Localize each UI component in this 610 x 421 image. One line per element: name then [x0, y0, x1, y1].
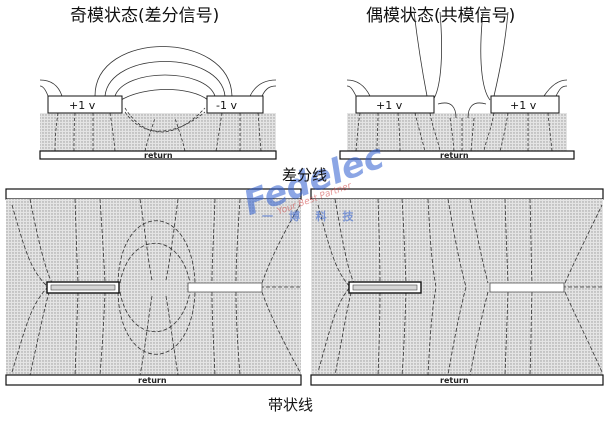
return-label: return: [440, 151, 469, 160]
odd-right-label: -1 v: [216, 99, 237, 112]
odd-left-label: +1 v: [69, 99, 96, 112]
return-label: return: [440, 376, 469, 385]
return-label: return: [138, 376, 167, 385]
microstrip-odd-mode: +1 v -1 v return: [39, 46, 277, 160]
return-plane: [339, 150, 575, 160]
even-right-label: +1 v: [510, 99, 537, 112]
stripline-odd-mode: return: [5, 188, 302, 386]
stripline-even-mode: return: [310, 188, 604, 386]
strip-conductor-negative: [187, 282, 263, 293]
watermark-chars: 一 博 科 技: [262, 209, 360, 223]
microstrip-caption: 差分线: [282, 166, 328, 184]
return-plane: [5, 374, 302, 386]
return-plane: [310, 374, 604, 386]
microstrip-even-mode: +1 v +1 v return: [339, 11, 575, 160]
conductor-positive: [47, 95, 123, 114]
conductor-left: [355, 95, 435, 114]
return-label: return: [144, 151, 173, 160]
top-plane: [310, 188, 604, 200]
conductor-negative: [206, 95, 264, 114]
return-plane: [39, 150, 277, 160]
stripline-caption: 带状线: [268, 396, 314, 414]
even-left-label: +1 v: [376, 99, 403, 112]
strip-conductor-right: [489, 282, 565, 293]
conductor-right: [490, 95, 560, 114]
odd-mode-title: 奇模状态(差分信号): [70, 6, 220, 26]
dielectric: [347, 113, 567, 151]
